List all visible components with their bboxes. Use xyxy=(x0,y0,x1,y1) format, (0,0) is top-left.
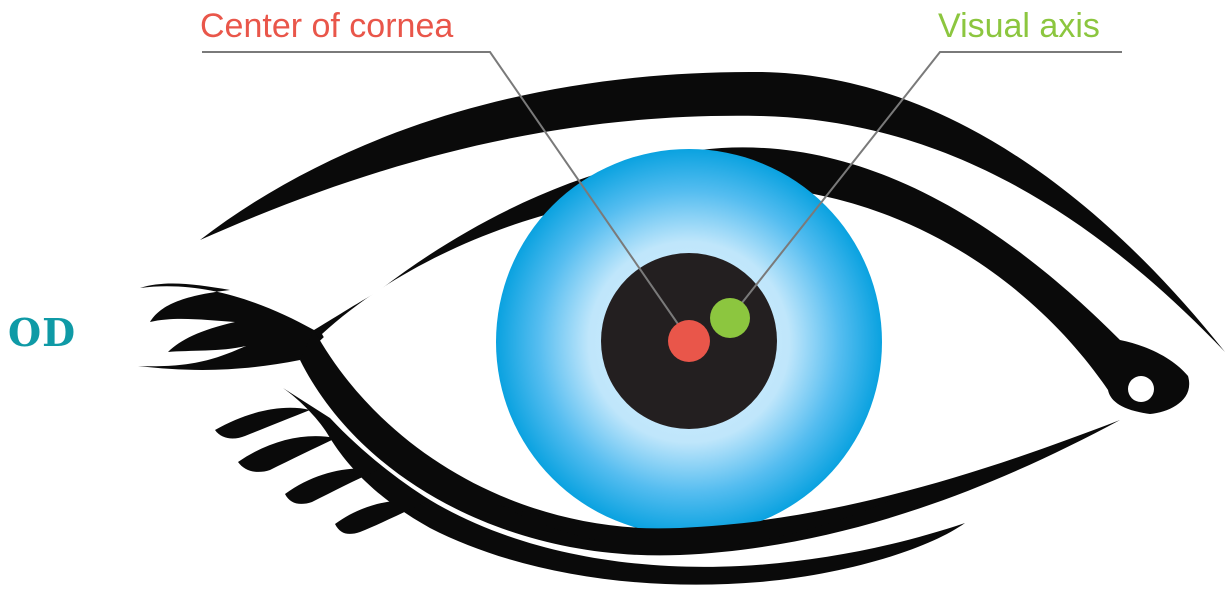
center-of-cornea-label: Center of cornea xyxy=(200,4,453,48)
tear-duct xyxy=(1128,376,1154,402)
lower-lash-2 xyxy=(238,436,336,472)
eye-side-label: OD xyxy=(8,310,76,356)
visual-axis-label: Visual axis xyxy=(938,4,1100,48)
lower-lash-3 xyxy=(285,468,378,503)
center-of-cornea-marker xyxy=(668,320,710,362)
lower-lash-1 xyxy=(215,408,310,439)
visual-axis-marker xyxy=(710,298,750,338)
